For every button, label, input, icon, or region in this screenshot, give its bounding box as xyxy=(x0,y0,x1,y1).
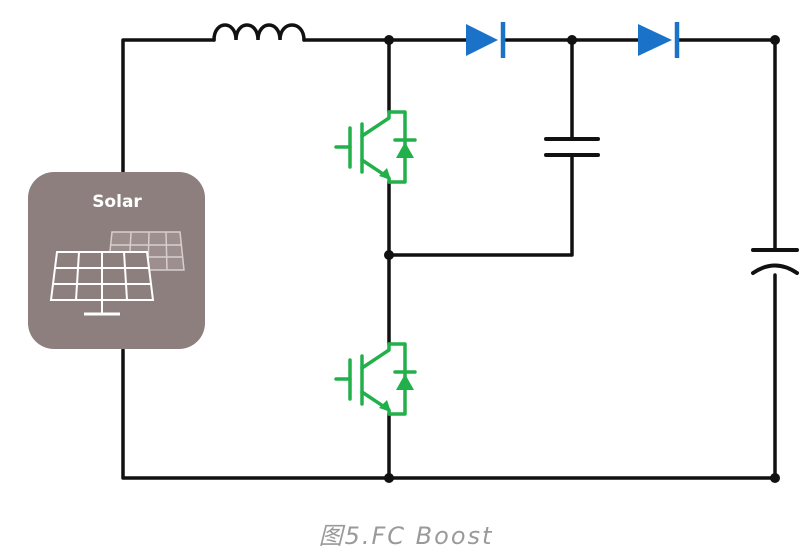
junction-node xyxy=(567,35,577,45)
wire-bottom-rail xyxy=(121,348,777,480)
solar-panel-icon xyxy=(49,251,155,316)
solar-source: Solar xyxy=(28,172,205,349)
junction-node xyxy=(384,250,394,260)
figure-caption: 图5.FC Boost xyxy=(318,522,494,550)
junction-node xyxy=(384,35,394,45)
fc-boost-circuit-diagram: Solar xyxy=(28,22,799,483)
boost-diode-2 xyxy=(638,22,680,58)
inductor xyxy=(212,23,306,42)
wire-flying-cap-bottom xyxy=(387,155,574,257)
solar-label: Solar xyxy=(92,192,142,212)
junction-node xyxy=(770,473,780,483)
junction-node xyxy=(770,35,780,45)
flying-capacitor xyxy=(544,137,600,157)
junction-node xyxy=(384,473,394,483)
igbt-bottom xyxy=(334,342,417,416)
boost-diode-1 xyxy=(466,22,506,58)
wire-left-vertical-top xyxy=(121,38,216,192)
igbt-top xyxy=(334,110,417,184)
output-capacitor xyxy=(751,248,799,275)
